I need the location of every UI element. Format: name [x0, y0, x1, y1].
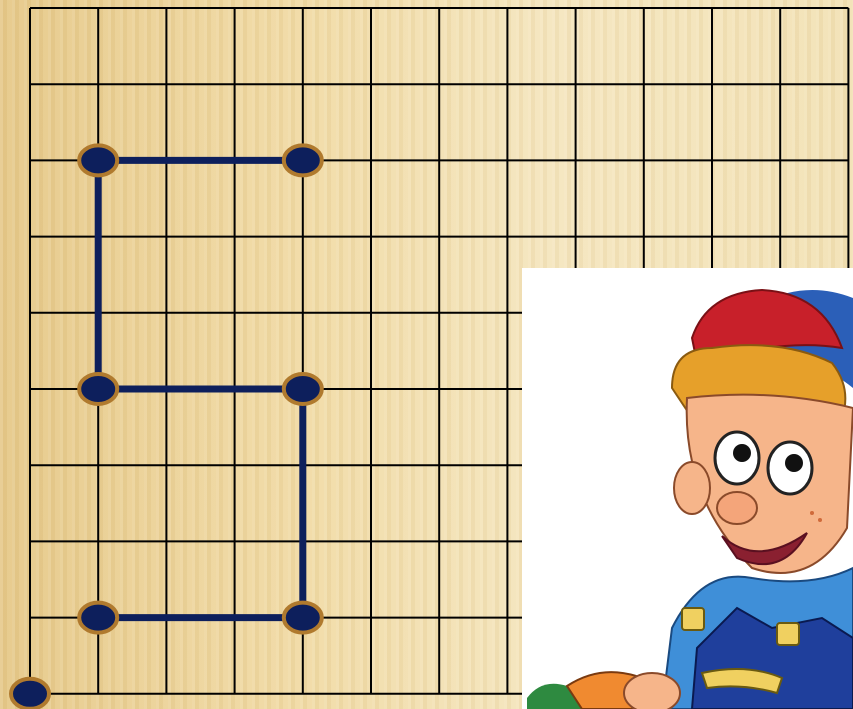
- strap-buckle-right: [777, 623, 799, 645]
- grid-node-dot: [284, 603, 322, 633]
- grid-node-dot: [79, 374, 117, 404]
- boy-illustration: [522, 268, 853, 709]
- hand: [624, 673, 680, 709]
- right-pupil: [785, 454, 803, 472]
- strap-buckle-left: [682, 608, 704, 630]
- grid-node-dot: [79, 603, 117, 633]
- grid-node-dot: [11, 679, 49, 709]
- face: [687, 395, 853, 573]
- grid-node-dot: [284, 145, 322, 175]
- nose: [717, 492, 757, 524]
- grid-node-dot: [79, 145, 117, 175]
- ear: [674, 462, 710, 514]
- left-pupil: [733, 444, 751, 462]
- illustration-panel: [522, 268, 853, 709]
- grid-node-dot: [284, 374, 322, 404]
